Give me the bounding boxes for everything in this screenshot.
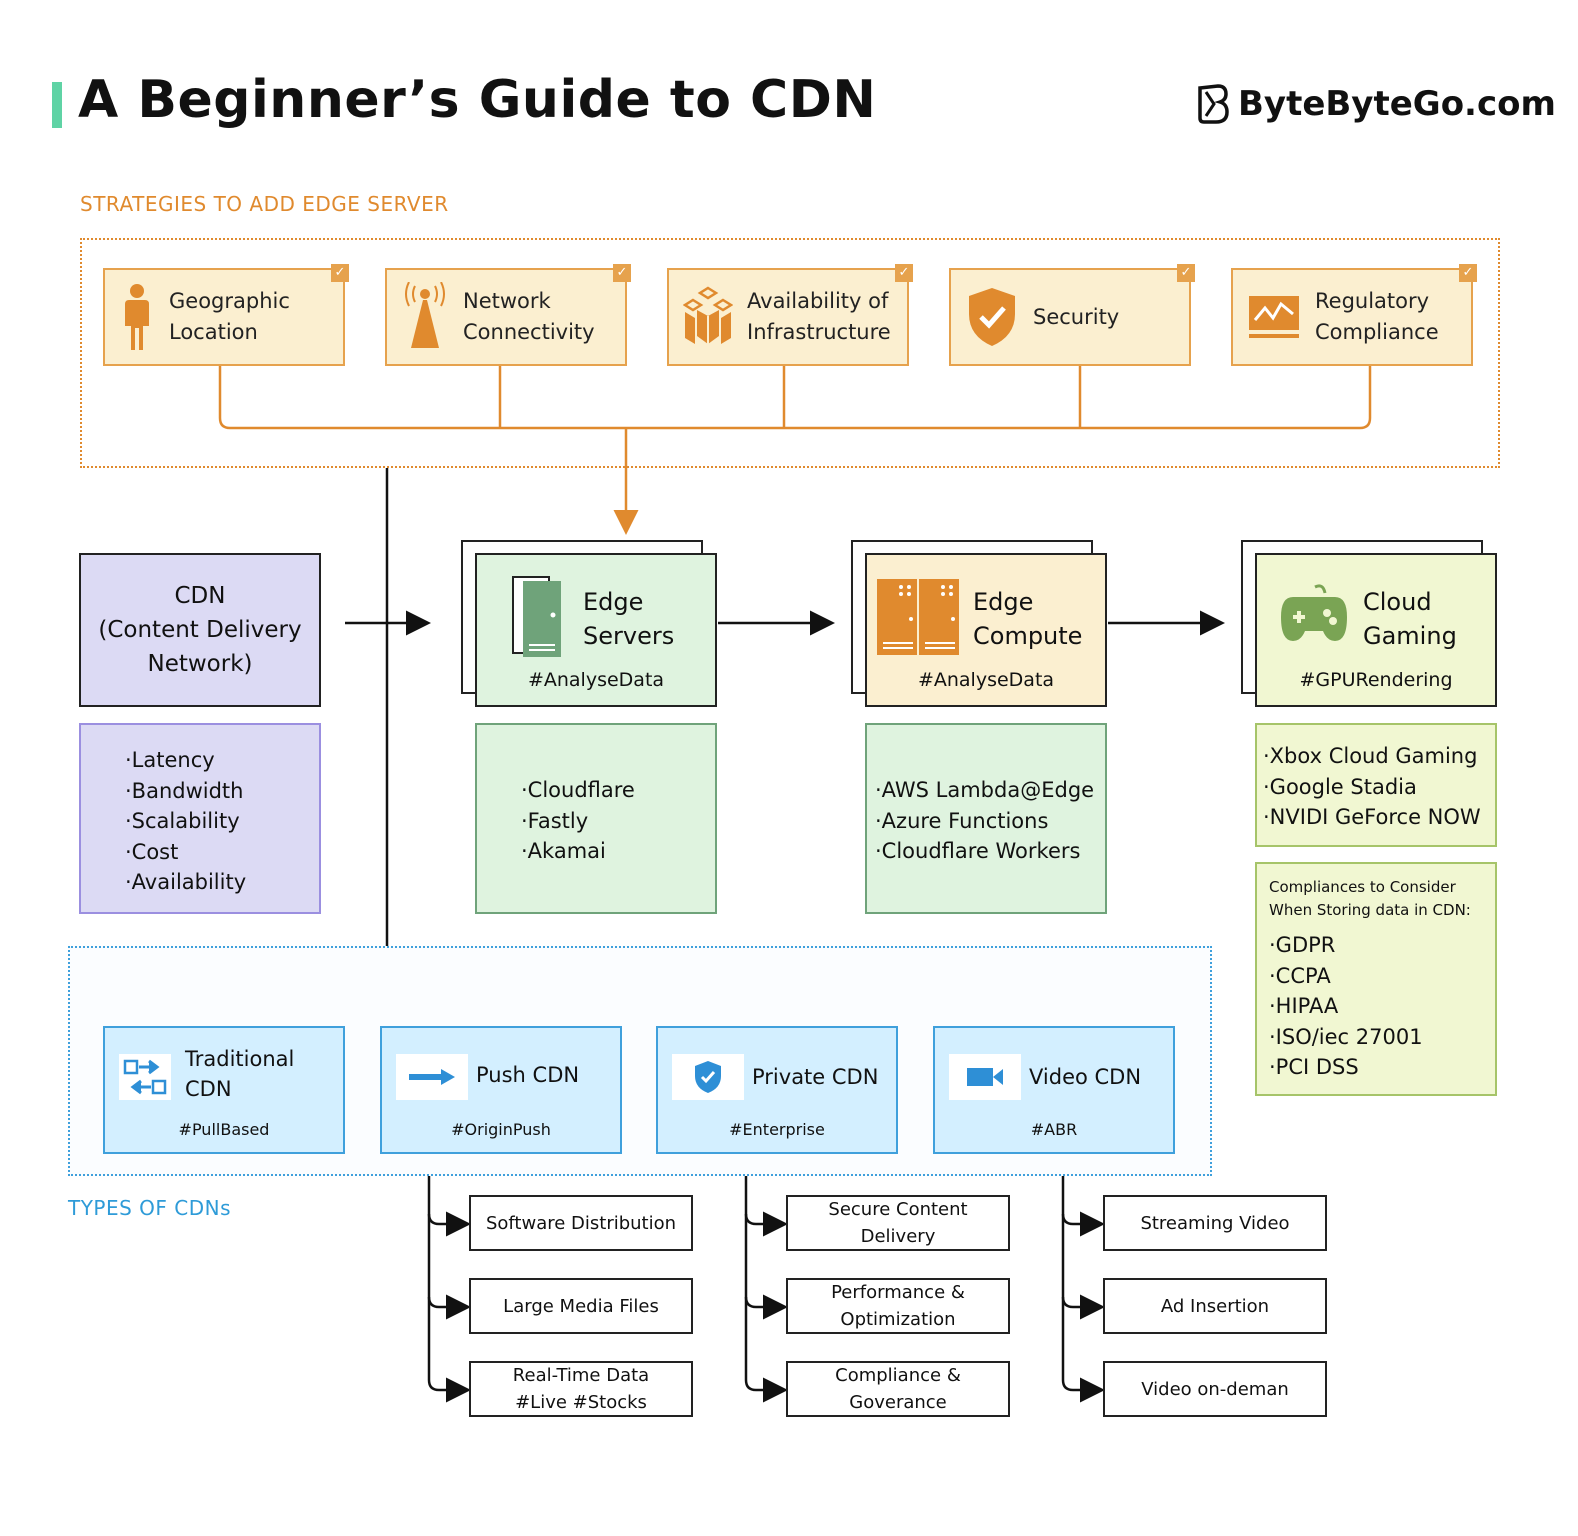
edge-servers-card: Edge Servers #AnalyseData: [475, 553, 717, 707]
compliance-box: Compliances to Consider When Storing dat…: [1255, 862, 1497, 1096]
cdn-box: CDN (Content Delivery Network): [79, 553, 321, 707]
person-icon: [125, 284, 149, 350]
page-title: A Beginner’s Guide to CDN: [78, 70, 877, 130]
strategy-label: Network Connectivity: [463, 289, 595, 344]
pull-arrows-icon: [119, 1054, 171, 1100]
compliance-heading: Compliances to Consider When Storing dat…: [1269, 878, 1471, 919]
strategy-connectors: [218, 366, 1372, 535]
check-icon: ✓: [331, 264, 349, 282]
type-tag: #OriginPush: [451, 1120, 551, 1139]
push-arrow-icon: [396, 1054, 468, 1100]
strategy-label: Regulatory Compliance: [1315, 289, 1439, 344]
push-use-case: Real-Time Data #Live #Stocks: [469, 1361, 693, 1417]
bytebytego-logo-icon: [1198, 84, 1229, 124]
edge-servers-tag: #AnalyseData: [527, 669, 665, 691]
gamepad-icon: [1281, 584, 1347, 641]
strategy-network-connectivity: Network Connectivity ✓: [385, 264, 631, 366]
check-icon: ✓: [895, 264, 913, 282]
server-icon: [512, 576, 561, 657]
check-icon: ✓: [613, 264, 631, 282]
video-use-case: Ad Insertion: [1103, 1278, 1327, 1334]
check-icon: ✓: [1177, 264, 1195, 282]
video-camera-icon: [949, 1054, 1021, 1100]
type-name: Video CDN: [1029, 1065, 1142, 1089]
strategy-availability-of-infrastructure: Availability of Infrastructure ✓: [667, 264, 913, 366]
brand-logo[interactable]: ByteByteGo.com: [1196, 80, 1556, 128]
cloud-gaming-title: Cloud Gaming: [1363, 588, 1457, 650]
cloud-gaming-providers: ·Xbox Cloud Gaming ·Google Stadia ·NVIDI…: [1263, 744, 1481, 829]
strategy-label: Geographic Location: [169, 289, 290, 344]
edge-servers-title: Edge Servers: [583, 588, 675, 650]
antenna-icon: [405, 282, 445, 348]
video-use-case: Streaming Video: [1103, 1195, 1327, 1251]
private-use-case: Compliance & Goverance: [786, 1361, 1010, 1417]
cloud-gaming-card: Cloud Gaming #GPURendering: [1255, 553, 1497, 707]
shield-check-icon: [969, 288, 1015, 346]
private-use-case: Secure Content Delivery: [786, 1195, 1010, 1251]
cdn-factors-list: ·Latency ·Bandwidth ·Scalability ·Cost ·…: [125, 748, 247, 894]
type-name: Traditional CDN: [185, 1047, 295, 1101]
cloud-gaming-tag: #GPURendering: [1299, 669, 1453, 691]
type-name: Push CDN: [476, 1063, 580, 1087]
edge-compute-tag: #AnalyseData: [917, 669, 1055, 691]
types-heading: TYPES OF CDNs: [68, 1196, 232, 1220]
edge-servers-providers-box: ·Cloudflare ·Fastly ·Akamai: [475, 723, 717, 914]
title-accent-bar: [52, 82, 62, 128]
brand-name: ByteByteGo.com: [1238, 84, 1556, 124]
cdn-title: CDN (Content Delivery Network): [98, 583, 302, 677]
compliance-list: ·GDPR ·CCPA ·HIPAA ·ISO/iec 27001 ·PCI D…: [1269, 933, 1423, 1079]
push-use-case: Software Distribution: [469, 1195, 693, 1251]
private-use-case: Performance & Optimization: [786, 1278, 1010, 1334]
push-use-case: Large Media Files: [469, 1278, 693, 1334]
type-tag: #ABR: [1030, 1120, 1078, 1139]
cloud-gaming-providers-box: ·Xbox Cloud Gaming ·Google Stadia ·NVIDI…: [1255, 723, 1497, 847]
shield-icon: [672, 1054, 744, 1100]
chart-monitor-icon: [1249, 296, 1299, 338]
type-tag: #PullBased: [178, 1120, 270, 1139]
cubes-icon: [683, 286, 733, 344]
type-name: Private CDN: [752, 1065, 879, 1089]
strategy-security: Security ✓: [949, 264, 1195, 366]
video-use-case: Video on-deman: [1103, 1361, 1327, 1417]
edge-compute-card: Edge Compute #AnalyseData: [865, 553, 1107, 707]
server-rack-icon: [877, 579, 959, 655]
cdn-factors-box: ·Latency ·Bandwidth ·Scalability ·Cost ·…: [79, 723, 321, 914]
strategies-container: [80, 238, 1500, 468]
edge-compute-title: Edge Compute: [973, 588, 1083, 650]
type-video-cdn: Video CDN #ABR: [933, 1026, 1175, 1154]
strategy-geographic-location: Geographic Location ✓: [103, 264, 349, 366]
edge-compute-providers: ·AWS Lambda@Edge ·Azure Functions ·Cloud…: [875, 778, 1095, 863]
check-icon: ✓: [1459, 264, 1477, 282]
strategy-regulatory-compliance: Regulatory Compliance ✓: [1231, 264, 1477, 366]
type-private-cdn: Private CDN #Enterprise: [656, 1026, 898, 1154]
type-tag: #Enterprise: [729, 1120, 825, 1139]
strategies-heading: STRATEGIES TO ADD EDGE SERVER: [80, 192, 449, 216]
type-push-cdn: Push CDN #OriginPush: [380, 1026, 622, 1154]
strategy-label: Security: [1033, 304, 1120, 329]
edge-compute-providers-box: ·AWS Lambda@Edge ·Azure Functions ·Cloud…: [865, 723, 1107, 914]
strategy-label: Availability of Infrastructure: [747, 289, 891, 344]
type-traditional-cdn: Traditional CDN #PullBased: [103, 1026, 345, 1154]
edge-servers-providers: ·Cloudflare ·Fastly ·Akamai: [521, 778, 635, 863]
